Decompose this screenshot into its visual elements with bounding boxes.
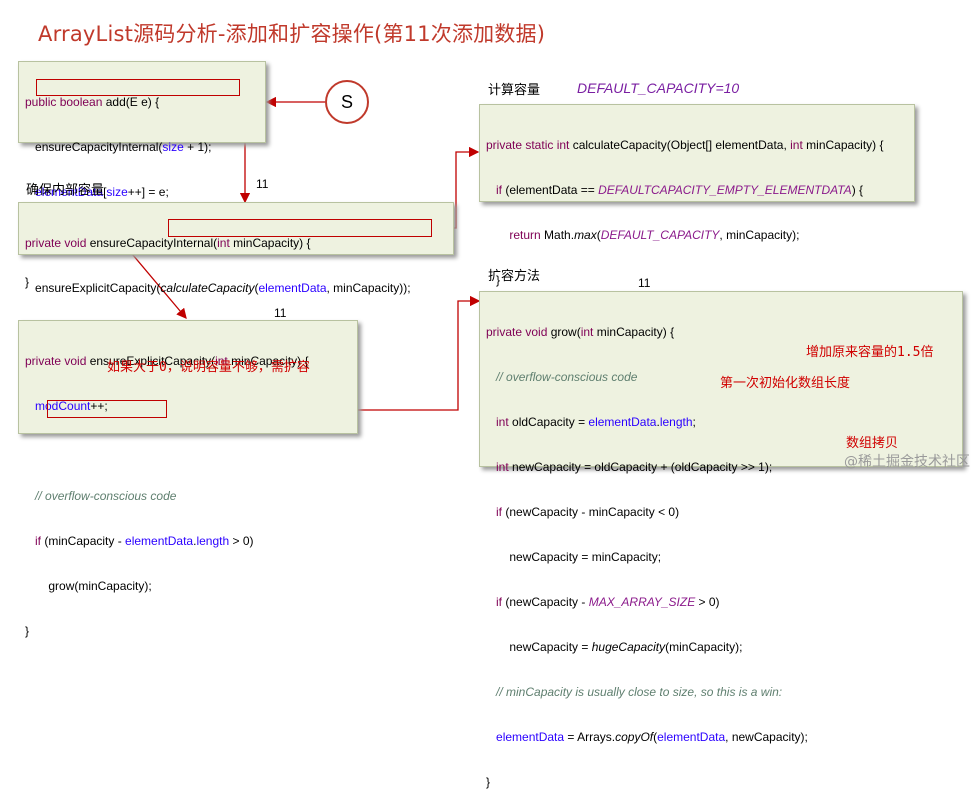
ensure-internal-box: private void ensureCapacityInternal(int … — [18, 202, 454, 340]
label-grow: 扩容方法 — [488, 269, 541, 284]
code-explicit-if: if (minCapacity - elementData.length > 0… — [35, 534, 254, 548]
code-grow-comment1: // overflow-conscious code — [496, 370, 638, 384]
start-node: S — [325, 80, 369, 124]
code-calc-sig-kw: private static int — [486, 138, 573, 152]
counter-after-add: 11 — [256, 177, 269, 191]
label-calculate: 计算容量 — [488, 83, 541, 98]
code-explicit-comment: // overflow-conscious code — [35, 489, 177, 503]
add-method-box: public boolean add(E e) { ensureCapacity… — [18, 61, 266, 289]
code-grow-huge: newCapacity = hugeCapacity(minCapacity); — [509, 640, 743, 654]
code-add-assign: elementData[size++] = e; — [35, 185, 169, 199]
code-grow-copy: elementData = Arrays.copyOf(elementData,… — [496, 730, 808, 744]
code-internal-sig-rest: ensureCapacityInternal(int minCapacity) … — [89, 236, 311, 250]
code-explicit-close: } — [25, 624, 30, 638]
code-calc-if: if (elementData == DEFAULTCAPACITY_EMPTY… — [496, 183, 864, 197]
code-internal-sig-kw: private void — [25, 236, 90, 250]
code-grow-sig-rest: grow(int minCapacity) { — [550, 325, 675, 339]
page-title: ArrayList源码分析-添加和扩容操作(第11次添加数据) — [38, 22, 546, 46]
code-grow-close: } — [486, 775, 491, 789]
code-explicit-sig-kw: private void — [25, 354, 90, 368]
note-first-init: 第一次初始化数组长度 — [720, 376, 851, 391]
code-grow-assign-min: newCapacity = minCapacity; — [509, 550, 662, 564]
code-add-ensure-call: ensureCapacityInternal(size + 1); — [35, 140, 212, 154]
counter-explicit: 11 — [274, 306, 287, 320]
code-calc-sig-rest: calculateCapacity(Object[] elementData, … — [572, 138, 884, 152]
code-explicit-modcount: modCount++; — [35, 399, 108, 413]
counter-grow: 11 — [638, 276, 651, 290]
note-copy: 数组拷贝 — [846, 436, 899, 451]
code-add-sig-kw: public boolean — [25, 95, 106, 109]
code-grow-old: int oldCapacity = elementData.length; — [496, 415, 696, 429]
note-grow-factor: 增加原来容量的1.5倍 — [806, 345, 934, 360]
code-internal-call: ensureExplicitCapacity(calculateCapacity… — [35, 281, 411, 295]
highlight-ensure-call — [36, 79, 240, 96]
code-grow-if2: if (newCapacity - MAX_ARRAY_SIZE > 0) — [496, 595, 720, 609]
code-grow-new: int newCapacity = oldCapacity + (oldCapa… — [496, 460, 773, 474]
watermark: @稀土掘金技术社区 — [844, 454, 970, 470]
code-explicit-sig-rest: ensureExplicitCapacity(int minCapacity) … — [89, 354, 309, 368]
highlight-calculate-call — [168, 219, 432, 237]
calculate-method-box: private static int calculateCapacity(Obj… — [479, 104, 915, 377]
note-need-grow: 如果大于0，说明容量不够，需扩容 — [107, 360, 310, 375]
default-capacity-note: DEFAULT_CAPACITY=10 — [577, 80, 740, 96]
label-ensure-internal: 确保内部容量 — [26, 183, 105, 198]
code-add-close: } — [25, 275, 30, 289]
code-grow-comment2: // minCapacity is usually close to size,… — [496, 685, 783, 699]
code-calc-return-max: return Math.max(DEFAULT_CAPACITY, minCap… — [509, 228, 800, 242]
code-add-sig-rest: add(E e) { — [105, 95, 160, 109]
code-explicit-grow-call: grow(minCapacity); — [48, 579, 152, 593]
code-grow-sig-kw: private void — [486, 325, 551, 339]
code-grow-if1: if (newCapacity - minCapacity < 0) — [496, 505, 680, 519]
code-calc-close-if: } — [496, 273, 501, 287]
highlight-grow-call — [47, 400, 167, 418]
